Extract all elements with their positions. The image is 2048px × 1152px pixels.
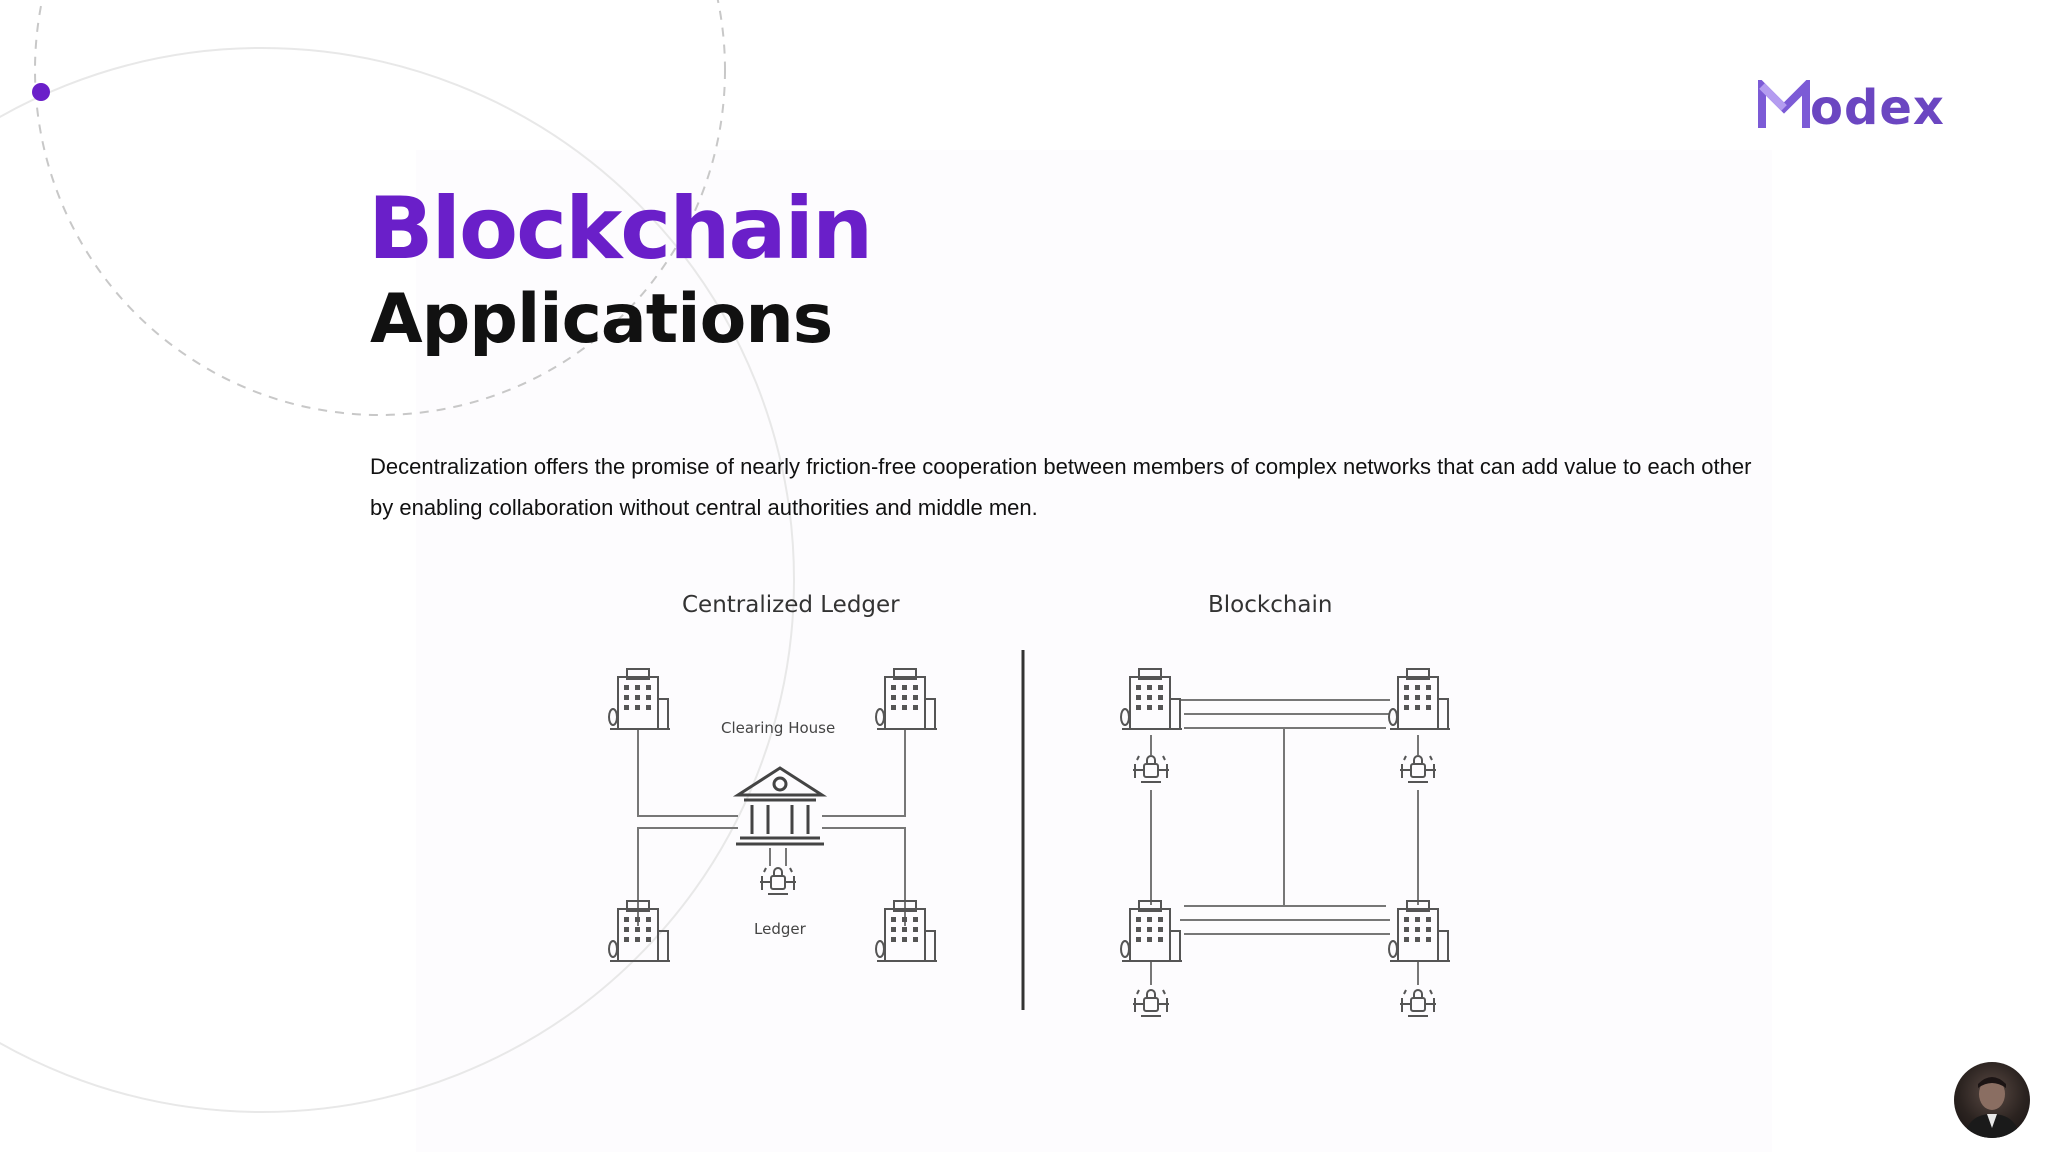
ledger-drone-icon	[759, 867, 797, 895]
building-icon	[608, 900, 671, 962]
building-icon	[1388, 900, 1451, 962]
bank-icon	[732, 766, 828, 846]
presenter-avatar	[1954, 1062, 2030, 1138]
building-icon	[608, 668, 671, 730]
blockchain-diagram-title: Blockchain	[1208, 592, 1333, 618]
description-text: Decentralization offers the promise of n…	[370, 454, 1752, 520]
building-icon	[1388, 668, 1451, 730]
clearing-house-label: Clearing House	[721, 719, 836, 737]
person-icon	[1964, 1077, 2020, 1138]
logo-text: odex	[1810, 80, 1945, 136]
ledger-drone-icon	[1399, 755, 1437, 783]
ledger-drone-icon	[1399, 989, 1437, 1017]
building-icon	[875, 668, 938, 730]
ledger-label: Ledger	[754, 920, 806, 938]
page-title: Blockchain	[368, 179, 873, 279]
building-icon	[875, 900, 938, 962]
content-panel	[416, 150, 1772, 1152]
building-icon	[1120, 668, 1183, 730]
ledger-drone-icon	[1132, 755, 1170, 783]
page-subtitle: Applications	[370, 280, 833, 359]
modex-m-icon	[1758, 80, 1810, 128]
building-icon	[1120, 900, 1183, 962]
centralized-ledger-title: Centralized Ledger	[682, 592, 900, 618]
ledger-drone-icon	[1132, 989, 1170, 1017]
modex-logo: odex	[1758, 72, 1945, 132]
